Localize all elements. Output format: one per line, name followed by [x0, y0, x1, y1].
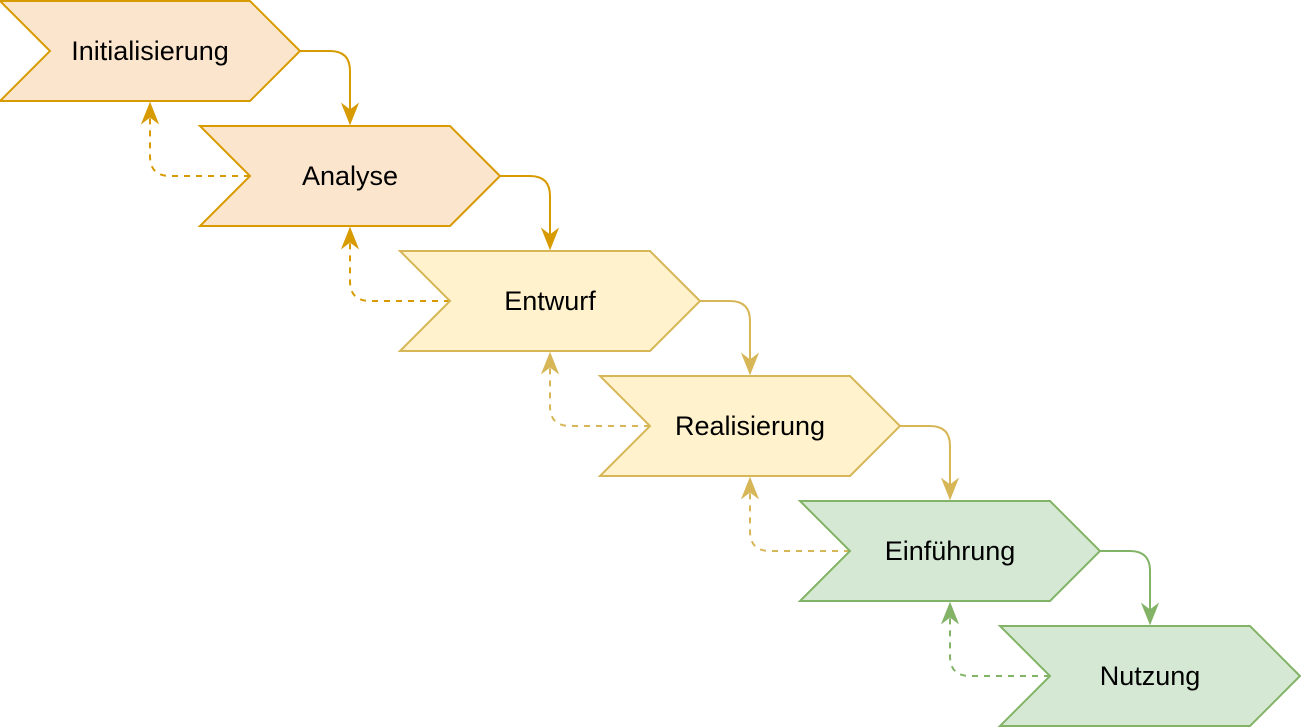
stage-shape-nutzung — [997, 625, 1302, 727]
stage-label-entwurf: Entwurf — [504, 286, 596, 316]
stage-label-nutzung: Nutzung — [1100, 661, 1201, 691]
stage-shape-analyse — [197, 125, 502, 227]
forward-arrow — [300, 50, 360, 126]
backward-arrow — [740, 476, 850, 552]
stage-label-einfuehrung: Einführung — [885, 536, 1016, 566]
stage-shape-realisierung — [597, 375, 902, 477]
stage-label-initialisierung: Initialisierung — [71, 36, 229, 66]
backward-arrow — [540, 351, 650, 427]
stage-analyse: Analyse — [197, 125, 502, 227]
forward-arrow — [500, 175, 560, 251]
backward-arrow — [940, 601, 1050, 677]
stage-nutzung: Nutzung — [997, 625, 1302, 727]
backward-arrow — [140, 101, 250, 177]
forward-arrow — [900, 425, 960, 501]
stage-realisierung: Realisierung — [597, 375, 902, 477]
stage-shape-entwurf — [397, 250, 702, 352]
backward-arrow — [340, 226, 450, 302]
stage-label-realisierung: Realisierung — [675, 411, 825, 441]
stage-shape-initialisierung — [0, 0, 302, 102]
stage-shape-einfuehrung — [797, 500, 1102, 602]
stage-einfuehrung: Einführung — [797, 500, 1102, 602]
connectors — [140, 50, 1160, 677]
stage-label-analyse: Analyse — [302, 161, 398, 191]
forward-arrow — [700, 300, 760, 376]
stage-initialisierung: Initialisierung — [0, 0, 302, 102]
forward-arrow — [1100, 550, 1160, 626]
stage-entwurf: Entwurf — [397, 250, 702, 352]
